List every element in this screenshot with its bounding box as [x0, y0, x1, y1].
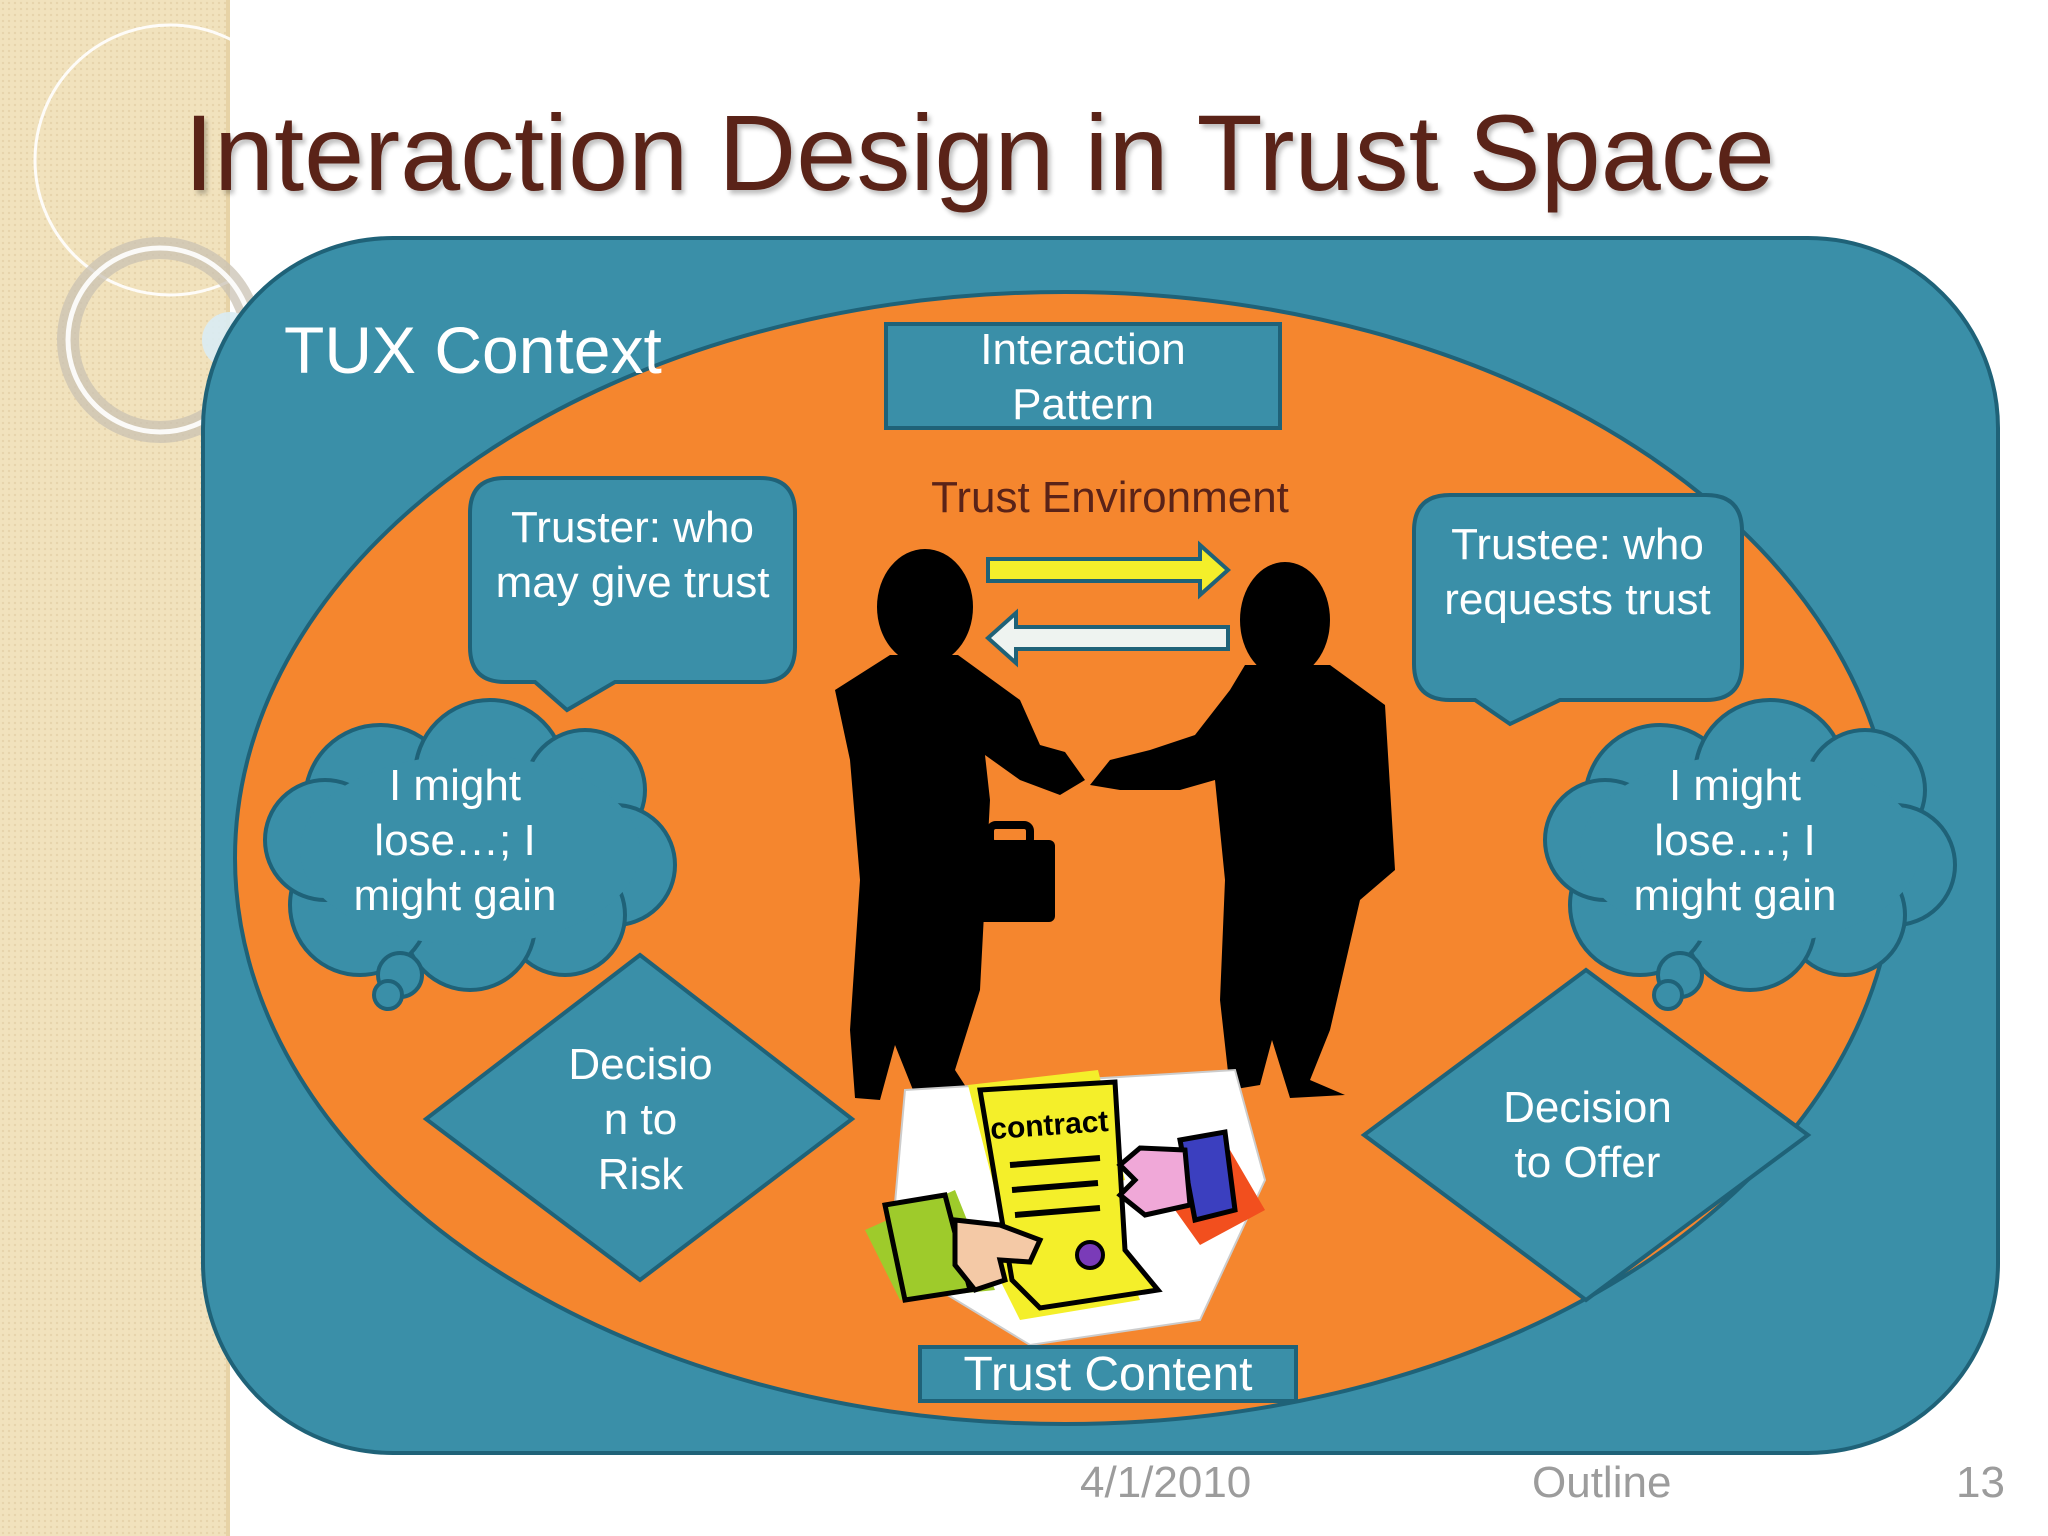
trust-environment-label: Trust Environment: [931, 473, 1289, 522]
decision-to-risk-label: Decisio n to Risk: [568, 1040, 713, 1199]
right-arrow-icon: [986, 540, 1232, 600]
slide-title: Interaction Design in Trust Space: [184, 92, 1775, 213]
trust-content-label: Trust Content: [963, 1348, 1253, 1401]
footer-page-number: 13: [1956, 1458, 2005, 1507]
trust-content-box: [918, 1345, 1298, 1403]
decision-to-risk-diamond: [422, 952, 856, 1283]
decision-to-offer-label: Decision to Offer: [1503, 1083, 1672, 1187]
footer-date: 4/1/2010: [1080, 1458, 1252, 1507]
truster-callout-bubble: [468, 476, 797, 713]
interaction-pattern-label: Interaction Pattern: [980, 325, 1186, 429]
handshake-silhouette-icon: [835, 549, 1395, 1100]
trustee-callout-text: Trustee: who requests trust: [1444, 520, 1711, 624]
trustee-callout-bubble: [1412, 493, 1744, 727]
tux-context-label: TUX Context: [284, 313, 662, 387]
contract-clipart-icon: contract: [865, 1068, 1267, 1347]
left-arrow-icon: [984, 608, 1230, 668]
trustee-thought-text: I might lose…; I might gain: [1633, 761, 1837, 920]
decision-to-offer-diamond: [1360, 967, 1812, 1303]
footer-section: Outline: [1532, 1458, 1672, 1507]
interaction-pattern-box: [884, 322, 1282, 430]
truster-thought-text: I might lose…; I might gain: [353, 761, 557, 920]
truster-callout-text: Truster: who may give trust: [495, 503, 770, 607]
contract-label: contract: [989, 1105, 1109, 1146]
